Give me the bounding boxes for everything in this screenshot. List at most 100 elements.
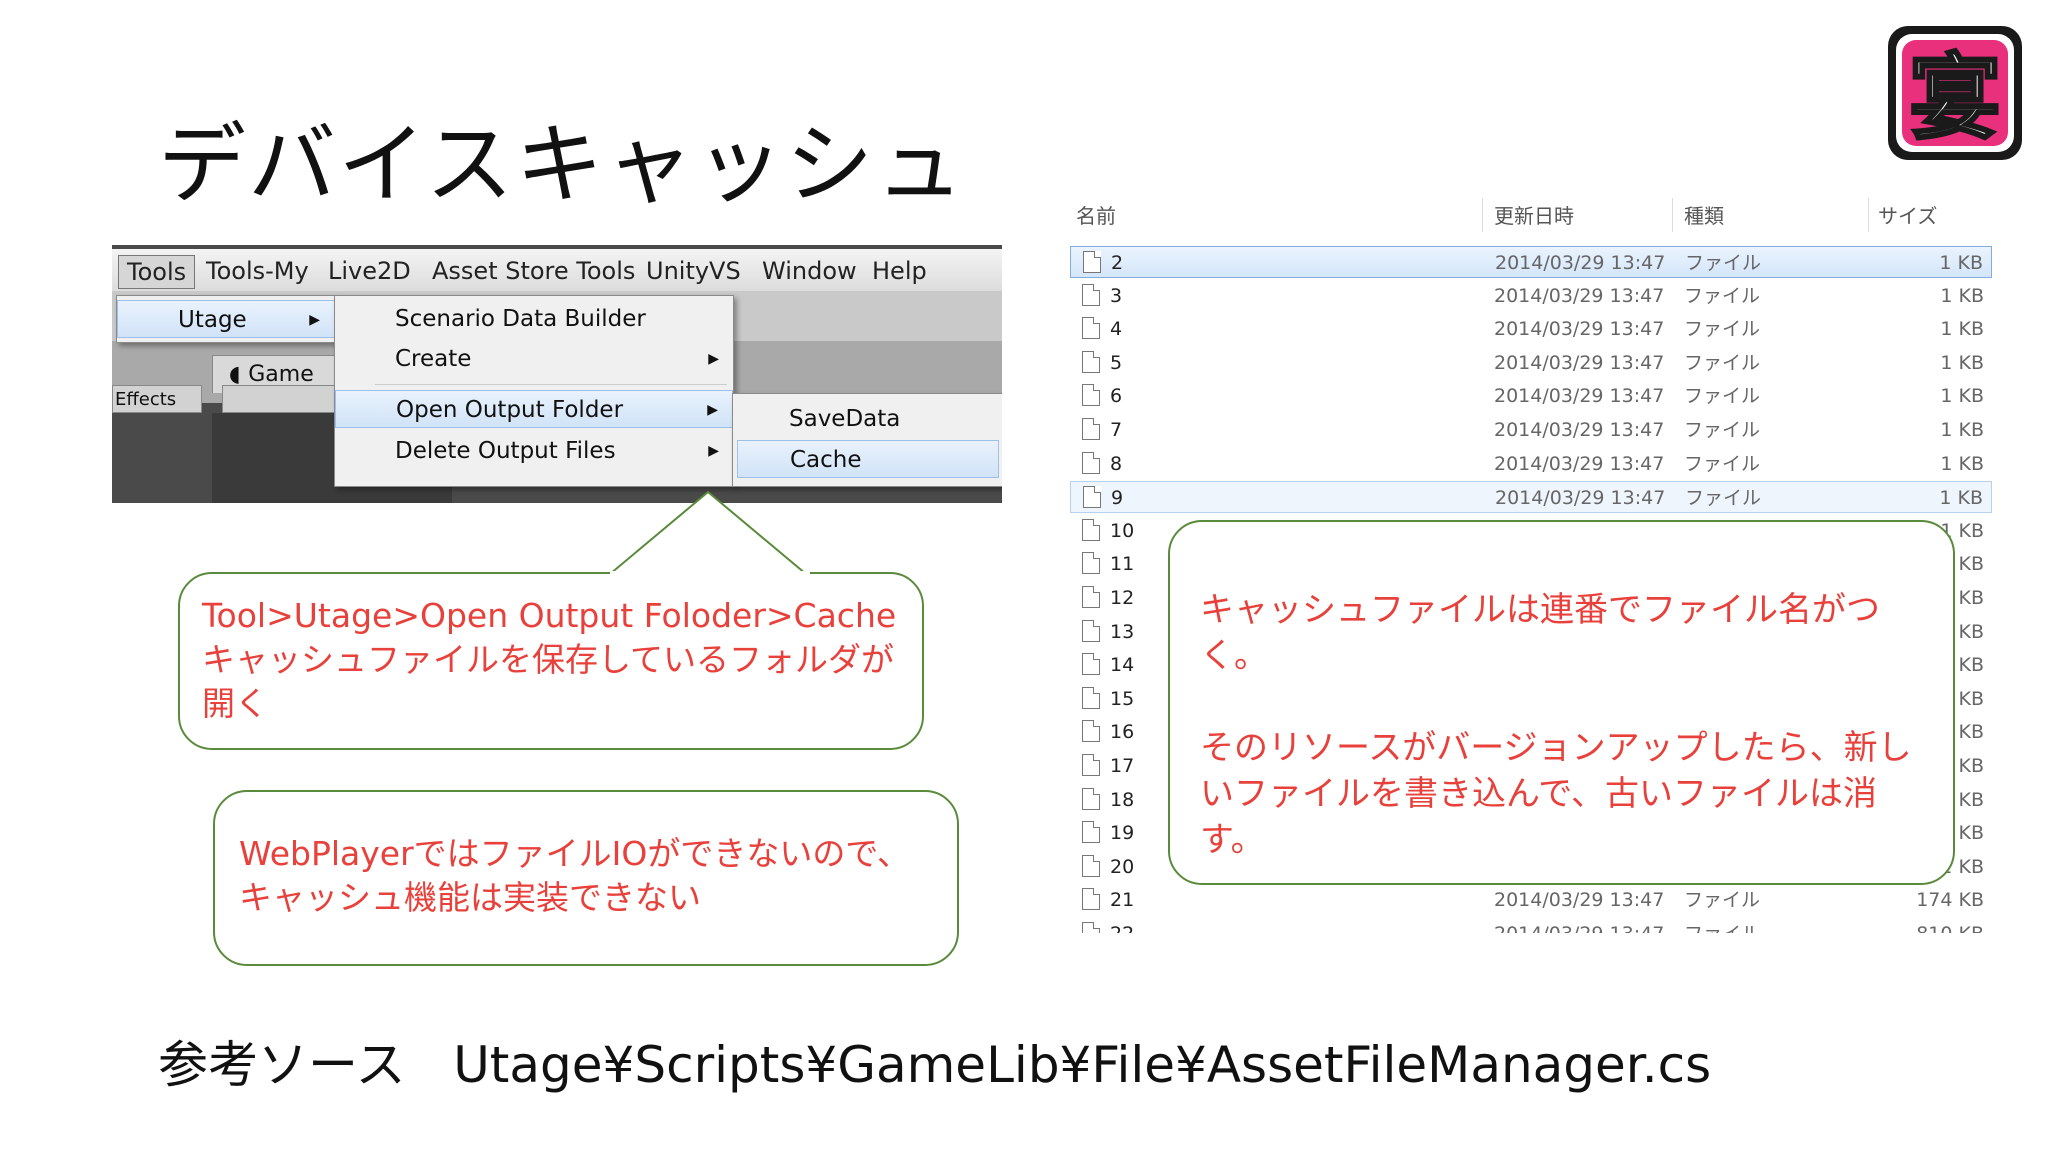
file-row[interactable]: 17 KB <box>1070 750 1992 782</box>
file-row[interactable]: 16 KB <box>1070 716 1992 748</box>
file-row[interactable]: 21 2014/03/29 13:47 ファイル 174 KB <box>1070 884 1992 916</box>
file-row[interactable]: 19 KB <box>1070 817 1992 849</box>
file-name: 8 <box>1110 452 1123 475</box>
file-type: ファイル <box>1684 452 1761 475</box>
menu-item-delete-output-files[interactable]: Delete Output Files ▶ <box>335 432 733 470</box>
file-name: 16 <box>1110 721 1135 744</box>
file-type: ファイル <box>1684 889 1761 912</box>
file-date: 2014/03/29 13:47 <box>1494 452 1665 475</box>
column-header-name[interactable]: 名前 <box>1076 204 1116 228</box>
file-date: 2014/03/29 13:47 <box>1494 419 1665 441</box>
file-name: 21 <box>1110 889 1135 912</box>
column-header-date[interactable]: 更新日時 <box>1494 204 1574 228</box>
file-icon <box>1082 787 1100 810</box>
menu-item-utage[interactable]: Utage ▶ <box>117 300 335 338</box>
reference-source-label: 参考ソース <box>158 1036 406 1094</box>
file-date: 2014/03/29 13:47 <box>1494 889 1665 912</box>
file-size: 1 KB <box>1940 284 1984 307</box>
reference-source-path: Utage¥Scripts¥GameLib¥File¥AssetFileMana… <box>453 1036 1712 1094</box>
menu-item-label: Scenario Data Builder <box>395 306 646 332</box>
menu-item-open-output-folder[interactable]: Open Output Folder ▶ <box>335 390 733 428</box>
file-size: KB <box>1958 654 1985 677</box>
callout-webplayer-note: WebPlayerではファイルIOができないので、キャッシュ機能は実装できない <box>213 790 959 966</box>
file-type: ファイル <box>1684 385 1761 408</box>
game-tab-icon: ◖ <box>229 362 249 387</box>
callout-pointer <box>607 490 809 575</box>
file-size: 810 KB <box>1916 918 1984 933</box>
slide-title: デバイスキャッシュ <box>158 113 966 216</box>
file-size: KB <box>1958 822 1985 845</box>
column-header-type[interactable]: 種類 <box>1684 204 1724 228</box>
callout-cache-naming: キャッシュファイルは連番でファイル名がつく。 そのリソースがバージョンアップした… <box>1168 520 1955 885</box>
file-name: 17 <box>1110 755 1135 777</box>
menu-tools-my[interactable]: Tools-My <box>206 257 309 285</box>
chevron-right-icon: ▶ <box>707 402 718 418</box>
column-header-size[interactable]: サイズ <box>1878 204 1938 228</box>
file-size: 174 KB <box>1916 889 1984 912</box>
file-size: KB <box>1958 788 1985 811</box>
menu-item-label: SaveData <box>789 406 901 432</box>
file-date: 2014/03/29 13:47 <box>1494 284 1665 307</box>
file-row[interactable]: 222014/03/29 13:47ファイル810 KB <box>1070 918 1992 933</box>
file-icon <box>1082 350 1100 373</box>
column-divider <box>1672 198 1673 232</box>
menu-item-scenario-data-builder[interactable]: Scenario Data Builder <box>335 300 733 338</box>
file-size: KB <box>1958 587 1985 609</box>
menu-separator <box>375 384 727 385</box>
file-size: KB <box>1958 755 1985 777</box>
file-name: 11 <box>1110 553 1135 576</box>
file-name: 7 <box>1110 419 1123 441</box>
file-type: ファイル <box>1685 487 1762 510</box>
file-date: 2014/03/29 13:47 <box>1495 252 1666 274</box>
file-size: 1 KB <box>1940 351 1984 374</box>
file-date: 2014/03/29 13:47 <box>1494 918 1664 933</box>
menu-item-create[interactable]: Create ▶ <box>335 340 733 378</box>
menu-bar: Tools Tools-My Live2D Asset Store Tools … <box>112 249 1002 292</box>
menu-unityvs[interactable]: UnityVS <box>646 257 741 285</box>
menu-asset-store-tools[interactable]: Asset Store Tools <box>432 257 636 285</box>
file-icon <box>1082 552 1100 575</box>
callout-webplayer-text: WebPlayerではファイルIOができないので、キャッシュ機能は実装できない <box>239 834 911 917</box>
file-size: KB <box>1958 721 1985 744</box>
file-row[interactable]: 12 KB <box>1070 582 1992 614</box>
file-size: KB <box>1958 620 1985 643</box>
file-name: 19 <box>1110 822 1135 845</box>
utage-logo: 宴 <box>1888 26 2022 160</box>
menu-item-cache[interactable]: Cache <box>737 440 999 478</box>
column-divider <box>1868 198 1869 232</box>
menu-live2d[interactable]: Live2D <box>328 257 411 285</box>
unity-menu-screenshot: Tools Tools-My Live2D Asset Store Tools … <box>112 245 1002 503</box>
file-name: 12 <box>1110 587 1135 609</box>
chevron-right-icon: ▶ <box>708 443 719 459</box>
game-tab-label: Game <box>248 362 314 387</box>
menu-item-savedata[interactable]: SaveData <box>733 400 1002 438</box>
menu-item-utage-label: Utage <box>178 307 247 333</box>
menu-item-label: Open Output Folder <box>396 397 624 423</box>
file-icon <box>1082 317 1100 340</box>
file-icon <box>1082 821 1100 844</box>
menu-help[interactable]: Help <box>872 257 927 285</box>
menu-window[interactable]: Window <box>762 257 857 285</box>
file-name: 6 <box>1110 385 1123 408</box>
menu-item-label: Create <box>395 346 472 372</box>
menu-tools[interactable]: Tools <box>118 255 196 289</box>
file-icon <box>1082 418 1100 440</box>
output-folder-submenu: SaveData Cache <box>732 393 1002 487</box>
file-name: 9 <box>1111 487 1124 510</box>
file-icon <box>1082 619 1100 642</box>
effects-dropdown[interactable]: Effects <box>112 385 202 413</box>
